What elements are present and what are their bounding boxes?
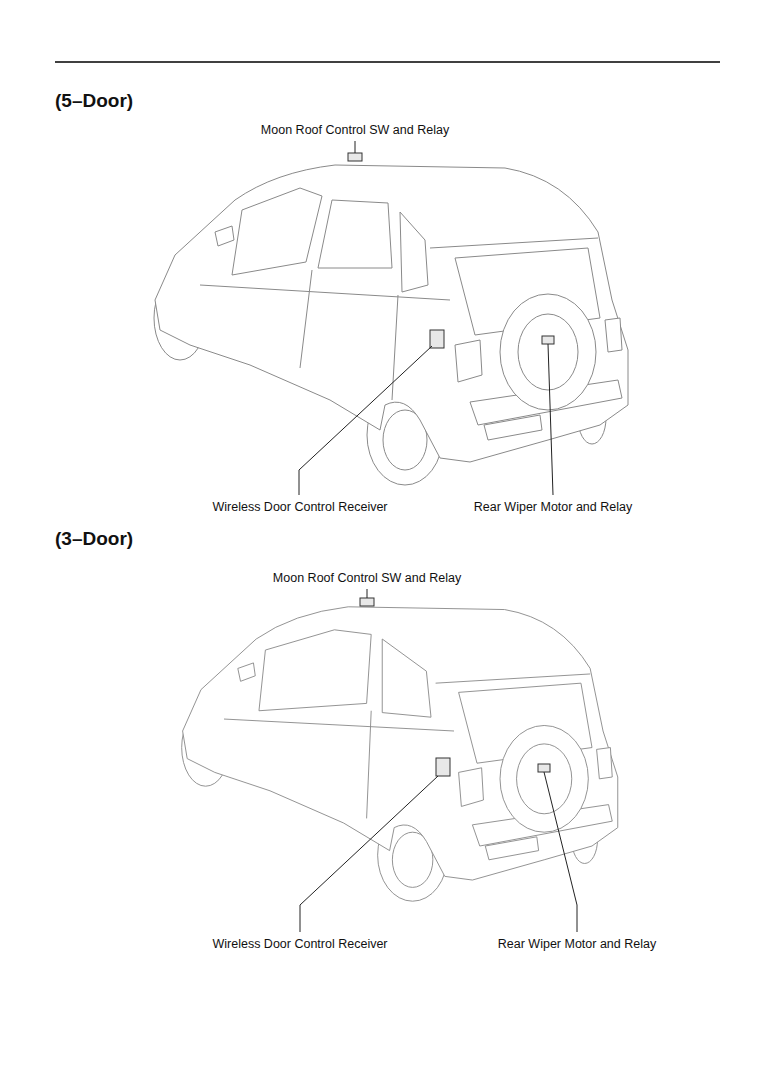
part-label: Wireless Door Control Receiver bbox=[212, 937, 387, 952]
section-heading: (3–Door) bbox=[55, 528, 133, 551]
section-heading: (5–Door) bbox=[55, 90, 133, 113]
part-label: Rear Wiper Motor and Relay bbox=[498, 937, 656, 952]
three-door-vehicle bbox=[182, 607, 618, 901]
leader-lines bbox=[299, 141, 577, 932]
part-label: Wireless Door Control Receiver bbox=[212, 500, 387, 515]
five-door-vehicle bbox=[154, 165, 628, 485]
part-label: Rear Wiper Motor and Relay bbox=[474, 500, 632, 515]
part-label: Moon Roof Control SW and Relay bbox=[273, 571, 461, 586]
component-marks bbox=[348, 153, 554, 776]
header-rule bbox=[55, 61, 720, 63]
part-label: Moon Roof Control SW and Relay bbox=[261, 123, 449, 138]
